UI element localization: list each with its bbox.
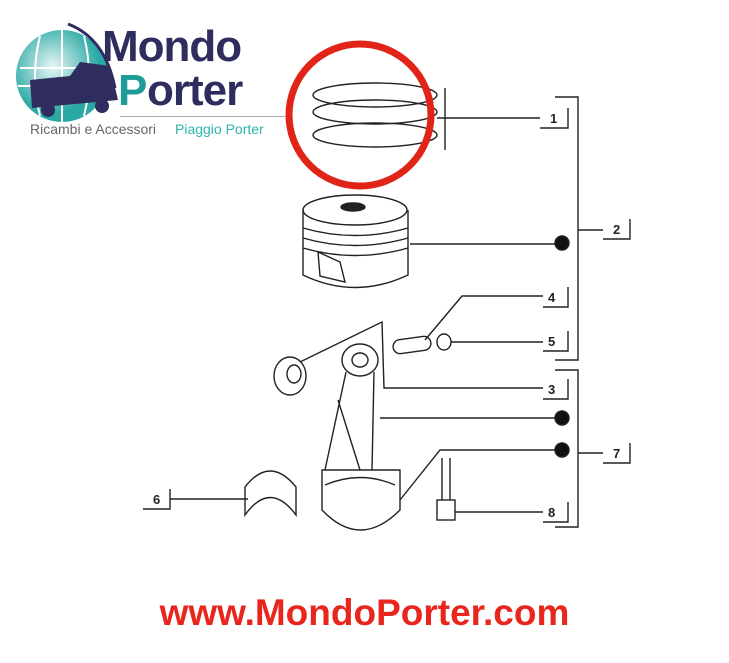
label-2: 2 [613, 222, 620, 237]
piston-pin[interactable] [392, 335, 432, 355]
rod-bolt[interactable] [436, 458, 456, 521]
label-7: 7 [613, 446, 620, 461]
piston-rings[interactable] [312, 82, 438, 148]
logo-word-mondo: Mondo [102, 22, 242, 71]
label-6: 6 [153, 492, 160, 507]
website-url: www.MondoPorter.com [159, 592, 570, 633]
label-4: 4 [548, 290, 556, 305]
logo-divider [120, 116, 285, 117]
leader-3 [299, 320, 543, 389]
logo-tagline-brand: Piaggio Porter [175, 121, 264, 137]
logo-word-orter: orter [147, 66, 243, 115]
label-8: 8 [548, 505, 555, 520]
leader-4 [424, 295, 543, 341]
leader-1 [437, 88, 540, 150]
big-end-bearing-shells[interactable] [244, 470, 297, 518]
logo-tagline: Ricambi e Accessori [30, 121, 157, 137]
label-5: 5 [548, 334, 555, 349]
connecting-rod[interactable] [321, 343, 401, 531]
highlight-circle [285, 40, 435, 190]
piston[interactable] [302, 194, 409, 289]
label-1: 1 [550, 111, 557, 126]
globe-truck-icon [16, 22, 118, 122]
small-end-bush[interactable] [273, 356, 307, 396]
logo-p: P [118, 66, 147, 115]
dot-marker [554, 235, 570, 251]
mondo-porter-logo: Mondo P orter [10, 18, 290, 148]
circlip[interactable] [436, 333, 452, 351]
label-3: 3 [548, 382, 555, 397]
